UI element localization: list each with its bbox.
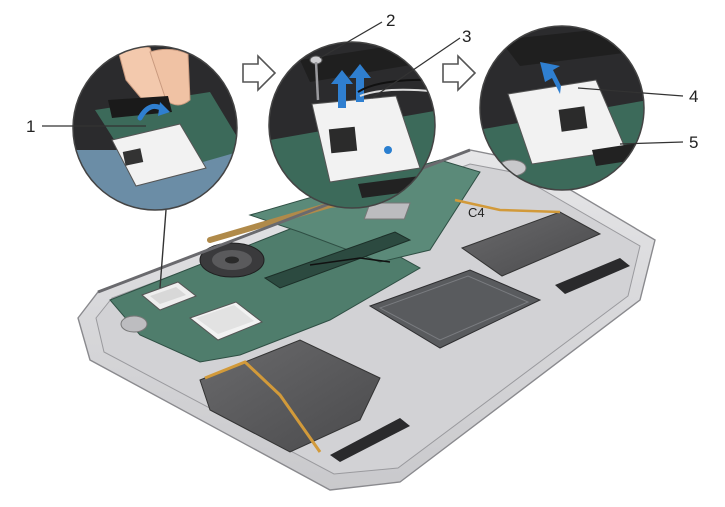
lift-arrow-icon	[331, 64, 371, 108]
step-arrow-icon	[242, 54, 277, 92]
zoom-circle-peel-tape	[72, 45, 238, 211]
memory-module	[263, 231, 412, 289]
callout-5: 5	[689, 133, 698, 152]
slide-arrow-icon	[540, 62, 561, 94]
zoom-circle-remove-screw	[268, 41, 436, 209]
battery-right	[460, 211, 602, 277]
board-marking-text: C4	[468, 205, 485, 220]
speaker-left	[330, 418, 410, 462]
callout-4: 4	[689, 87, 698, 106]
zoom-a-card	[111, 123, 207, 187]
callout-1: 1	[26, 117, 35, 136]
leader-5	[619, 141, 684, 145]
leader-2	[319, 21, 383, 59]
leader-4	[577, 87, 684, 97]
fan	[199, 242, 265, 278]
callout-3: 3	[462, 27, 471, 46]
zoom-stem	[159, 209, 167, 289]
screw-icon	[309, 55, 323, 101]
flex-cable	[204, 360, 322, 453]
zoom-b-card	[311, 95, 421, 183]
laptop-base: C4	[77, 148, 656, 491]
callout-2: 2	[386, 11, 395, 30]
board-marking: C4	[363, 202, 485, 220]
speaker-right	[555, 258, 630, 294]
callout-leaders	[42, 21, 684, 145]
wireless-card-on-board	[141, 281, 198, 311]
step-arrow-icon	[442, 54, 477, 92]
coin-cell	[120, 315, 148, 333]
leader-3	[371, 37, 461, 99]
battery-left	[199, 339, 381, 453]
touchpad	[368, 269, 542, 349]
